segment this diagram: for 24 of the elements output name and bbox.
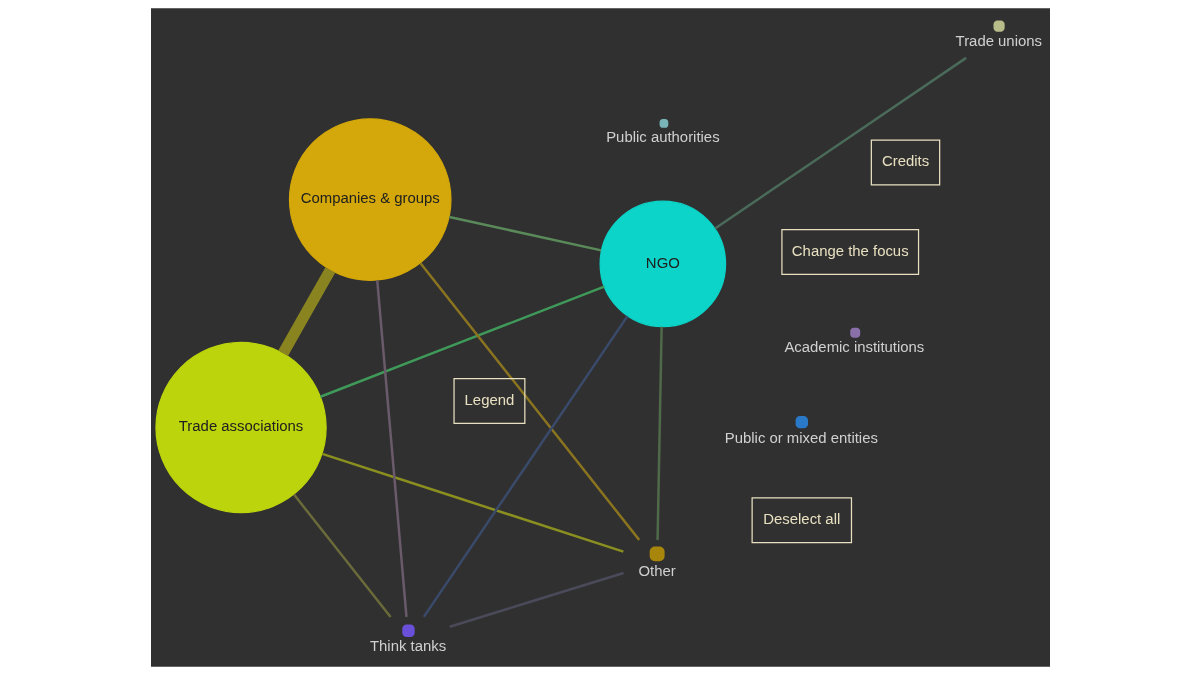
node-label: Academic institutions [783,339,924,356]
connector [655,326,663,541]
node-circle: NGO [599,200,726,328]
connector [292,493,392,618]
connector [713,56,967,230]
node-circle: Trade associations [154,341,327,514]
label: Legend [464,391,514,408]
connector [321,452,624,553]
connector [448,215,601,252]
connector [277,267,335,356]
node-label: Trade unions [955,33,1042,50]
connector [375,280,408,617]
connector [422,315,628,618]
node-circle: Companies & groups [288,118,452,281]
connector [419,262,640,541]
node-label: Think tanks [369,638,446,655]
label: Credits [881,153,929,170]
node-label: Other [638,562,676,579]
label: Deselect all [762,511,840,528]
connector [319,285,605,398]
node-label: Public or mixed entities [724,429,878,446]
label: Change the focus [791,242,909,259]
connector [448,571,624,628]
node-label: Public authorities [605,129,720,146]
